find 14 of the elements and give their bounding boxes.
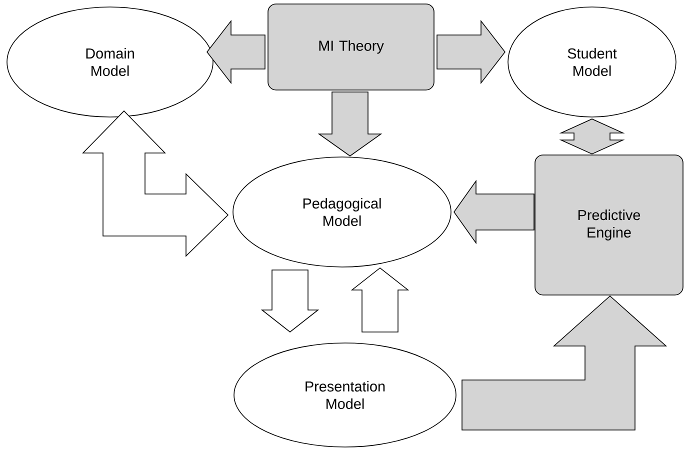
block-arrow (206, 20, 266, 84)
block-arrow (260, 270, 320, 332)
block-arrow (454, 180, 534, 244)
ellipse-node: Pedagogical Model (232, 156, 452, 268)
ellipse-node: Presentation Model (234, 342, 456, 448)
block-arrow (350, 267, 410, 332)
block-arrow (462, 295, 668, 430)
block-arrow (318, 92, 382, 156)
rounded-box: MI Theory (268, 4, 434, 90)
rounded-box: Predictive Engine (534, 154, 684, 296)
ellipse-node: Domain Model (6, 6, 214, 118)
ellipse-node: Student Model (508, 6, 676, 118)
block-arrow (436, 20, 506, 84)
block-arrow (559, 118, 625, 154)
